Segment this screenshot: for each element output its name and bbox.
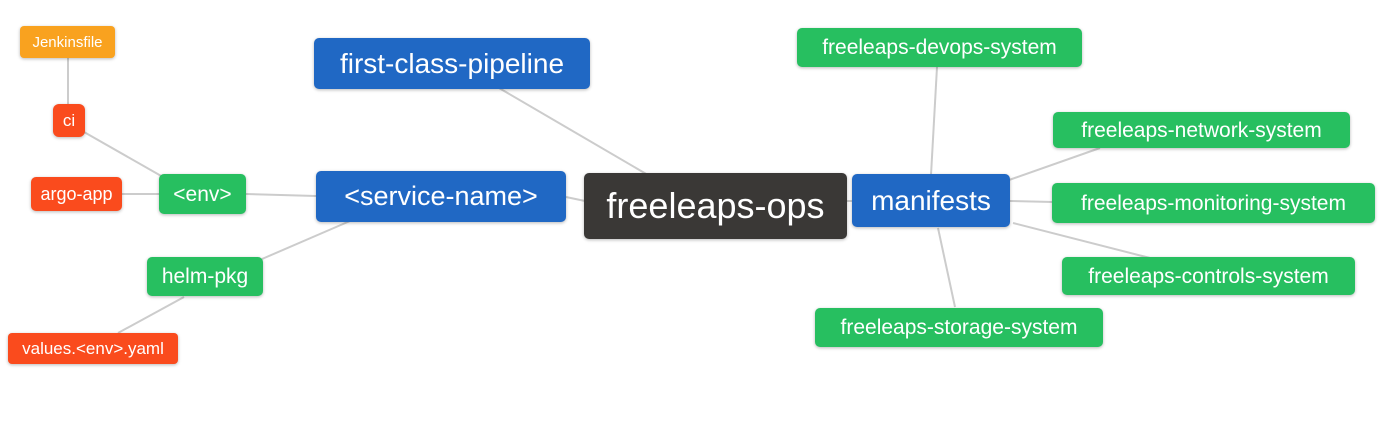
edge-manifests-network-system — [1008, 147, 1101, 181]
edge-values-helm-pkg — [117, 296, 185, 334]
node-freeleaps-ops-root[interactable]: freeleaps-ops — [584, 173, 847, 239]
node-freeleaps-controls-system[interactable]: freeleaps-controls-system — [1062, 257, 1355, 295]
node-argo-app[interactable]: argo-app — [31, 177, 122, 211]
node-env[interactable]: <env> — [159, 174, 246, 214]
edge-env-service-name — [245, 193, 317, 197]
edge-manifests-monitoring-system — [1009, 200, 1054, 203]
node-freeleaps-storage-system[interactable]: freeleaps-storage-system — [815, 308, 1103, 347]
node-freeleaps-network-system[interactable]: freeleaps-network-system — [1053, 112, 1350, 148]
node-freeleaps-monitoring-system[interactable]: freeleaps-monitoring-system — [1052, 183, 1375, 223]
edge-manifests-controls-system — [1012, 222, 1151, 259]
node-ci[interactable]: ci — [53, 104, 85, 137]
edge-service-name-freeleaps-ops — [565, 196, 586, 202]
edge-manifests-storage-system — [937, 227, 956, 308]
node-values-env-yaml[interactable]: values.<env>.yaml — [8, 333, 178, 364]
node-manifests[interactable]: manifests — [852, 174, 1010, 227]
edge-helm-pkg-service-name — [261, 220, 351, 260]
edge-ci-env — [83, 131, 164, 178]
edge-pipeline-freeleaps-ops — [498, 87, 649, 176]
node-first-class-pipeline[interactable]: first-class-pipeline — [314, 38, 590, 89]
node-freeleaps-devops-system[interactable]: freeleaps-devops-system — [797, 28, 1082, 67]
edge-manifests-devops-system — [930, 66, 938, 176]
node-service-name[interactable]: <service-name> — [316, 171, 566, 222]
node-helm-pkg[interactable]: helm-pkg — [147, 257, 263, 296]
node-jenkinsfile[interactable]: Jenkinsfile — [20, 26, 115, 58]
